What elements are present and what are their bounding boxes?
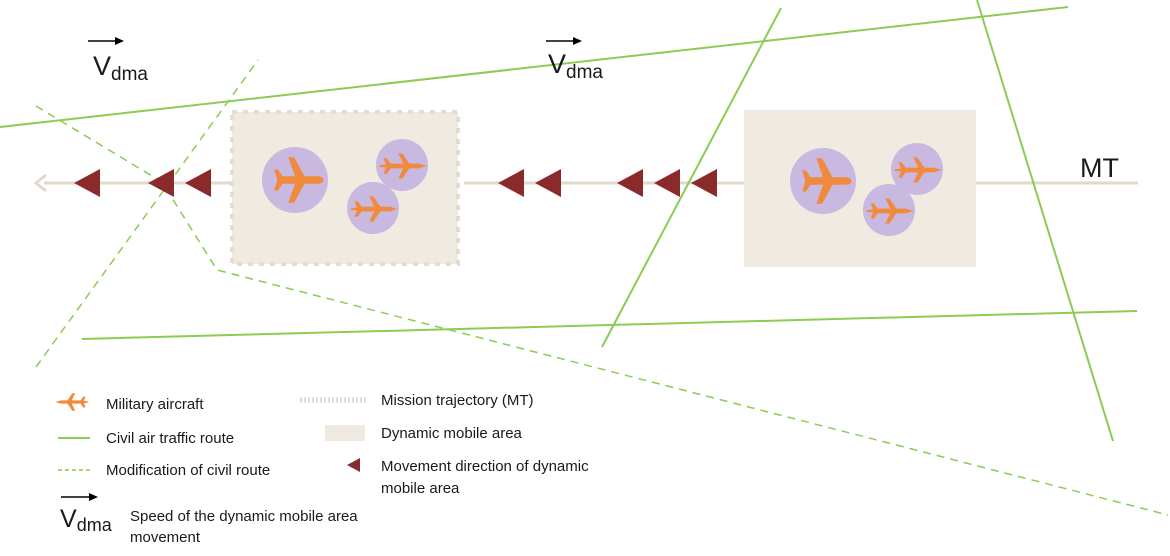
triangle-left-icon (347, 458, 360, 472)
direction-arrow (617, 169, 643, 197)
arrow-right-icon (115, 37, 124, 45)
legend: Military aircraft Civil air traffic rout… (55, 392, 589, 546)
arrow-right-icon (573, 37, 582, 45)
legend-label: Military aircraft (106, 396, 204, 413)
direction-arrow (148, 169, 174, 197)
movement-direction-arrows (74, 169, 717, 197)
direction-arrow (185, 169, 211, 197)
direction-arrow (74, 169, 100, 197)
legend-label: Mission trajectory (MT) (381, 392, 534, 409)
vdma-main: V (93, 51, 111, 81)
vdma-label-left: Vdma (88, 37, 148, 85)
legend-label: Speed of the dynamic mobile area (130, 508, 358, 525)
dynamic-mobile-area-right (744, 110, 976, 267)
legend-item-movement-direction: Movement direction of dynamic mobile are… (347, 458, 589, 497)
civil-routes (0, 0, 1138, 442)
civil-route-bottom (81, 310, 1138, 340)
modified-routes (35, 59, 1169, 516)
vdma-sub: dma (77, 515, 113, 535)
modified-route-a (35, 59, 259, 368)
vdma-main: V (548, 49, 566, 79)
vdma-sub: dma (111, 64, 148, 85)
mt-label: MT (1080, 153, 1119, 183)
direction-arrow (498, 169, 524, 197)
legend-label: Dynamic mobile area (381, 425, 523, 442)
legend-item-military-aircraft: Military aircraft (55, 393, 204, 413)
legend-item-civil-route: Civil air traffic route (58, 430, 234, 447)
fighter-jet-icon (55, 393, 89, 411)
legend-item-modified-route: Modification of civil route (58, 462, 270, 479)
arrow-right-icon (89, 493, 98, 501)
legend-item-vdma: Vdma Speed of the dynamic mobile area mo… (60, 493, 358, 546)
legend-label: Modification of civil route (106, 462, 270, 479)
direction-arrow (535, 169, 561, 197)
svg-text:Vdma: Vdma (548, 49, 603, 83)
legend-item-dynamic-area: Dynamic mobile area (325, 425, 523, 442)
aircraft-group-left (262, 139, 428, 234)
civil-route-diagonal-left (601, 7, 782, 348)
vdma-sub: dma (566, 62, 603, 83)
vdma-main: V (60, 505, 77, 533)
legend-label: Movement direction of dynamic (381, 458, 589, 475)
civil-route-diagonal-right (976, 0, 1114, 442)
legend-label: mobile area (381, 480, 460, 497)
civil-route-top (0, 6, 1069, 128)
modified-route-b (35, 105, 1169, 516)
direction-arrow (691, 169, 717, 197)
vdma-label-center: Vdma (546, 37, 603, 83)
svg-text:Vdma: Vdma (60, 505, 113, 535)
svg-text:Vdma: Vdma (93, 51, 148, 85)
direction-arrow (654, 169, 680, 197)
legend-label: movement (130, 529, 201, 546)
aircraft-group-right (790, 143, 943, 236)
legend-label: Civil air traffic route (106, 430, 234, 447)
legend-item-mission-trajectory: Mission trajectory (MT) (300, 392, 534, 409)
